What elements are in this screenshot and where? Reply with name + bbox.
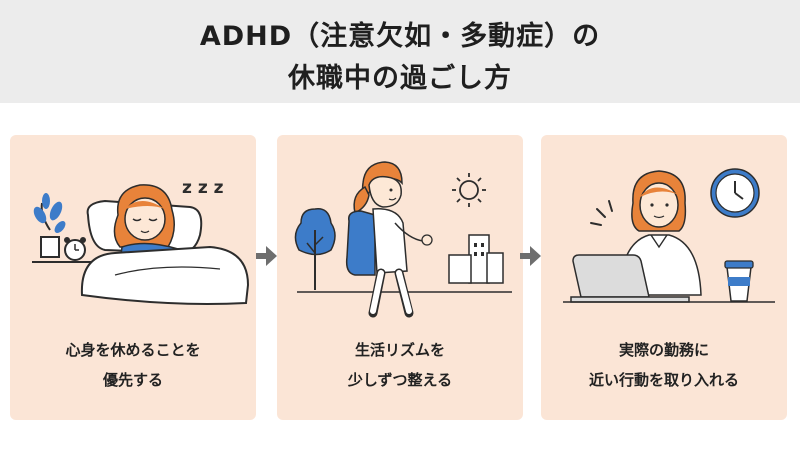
card-work-practice-caption: 実際の勤務に 近い行動を取り入れる (541, 335, 787, 395)
card-work-practice: 実際の勤務に 近い行動を取り入れる (541, 135, 787, 420)
caption-line-2: 優先する (102, 371, 163, 389)
page-title-line-1: ADHD（注意欠如・多動症）の (199, 21, 601, 52)
woman-at-laptop-icon (563, 168, 775, 303)
card-rest-caption: 心身を休めることを 優先する (10, 335, 256, 395)
sleep-z-text: z z z (182, 178, 224, 198)
arrow-right-icon (520, 246, 541, 266)
page-title-line-2: 休職中の過ごし方 (288, 63, 512, 94)
arrow-right-icon (256, 246, 277, 266)
caption-line-2: 近い行動を取り入れる (588, 371, 739, 389)
card-rhythm: 生活リズムを 少しずつ整える (277, 135, 523, 420)
walking-woman-icon (294, 161, 512, 318)
caption-line-1: 生活リズムを (354, 341, 445, 359)
caption-line-1: 心身を休めることを (65, 341, 201, 359)
card-rest: z z z 心身を休めることを 優先する (10, 135, 256, 420)
sleeping-woman-icon: z z z (32, 178, 250, 305)
title-banner: ADHD（注意欠如・多動症）の 休職中の過ごし方 (0, 0, 800, 103)
caption-line-2: 少しずつ整える (347, 371, 453, 389)
card-rhythm-caption: 生活リズムを 少しずつ整える (277, 335, 523, 395)
caption-line-1: 実際の勤務に (618, 341, 709, 359)
